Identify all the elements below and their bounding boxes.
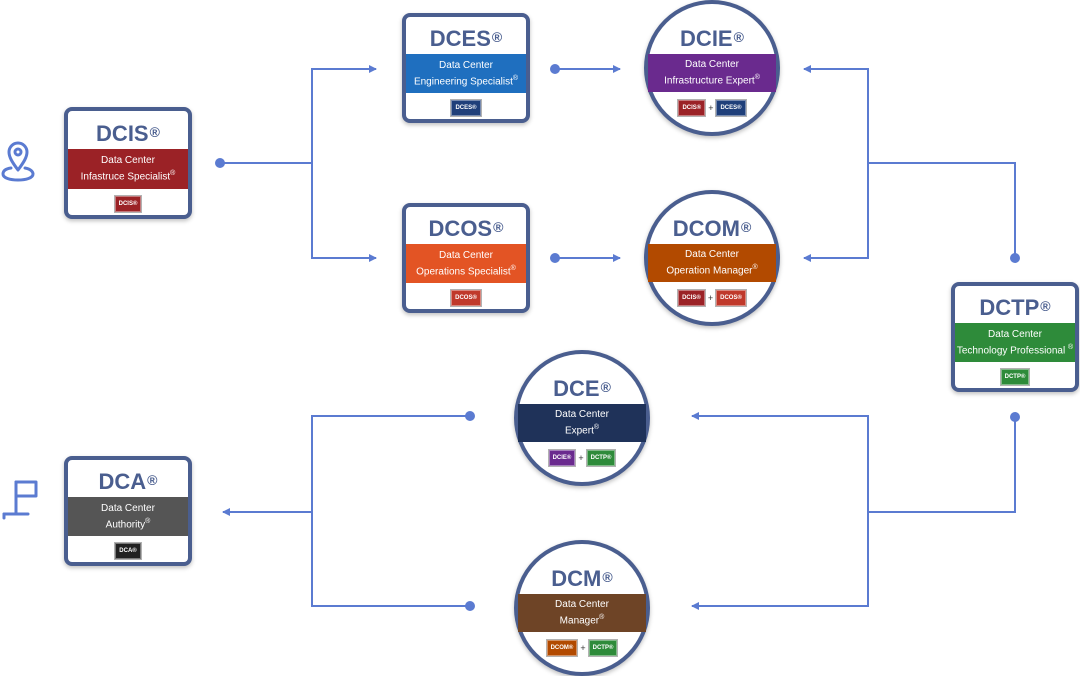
cert-code: DCIE®	[680, 26, 744, 51]
cert-code: DCIS®	[96, 121, 160, 146]
cert-code: DCTP®	[979, 295, 1051, 320]
cert-card-dcos[interactable]: DCOS® Data Center Operations Specialist®…	[402, 203, 530, 313]
badge-dcos: DCOS®	[450, 289, 482, 307]
badge-dcis: DCIS®	[677, 99, 707, 117]
connector-dcis-to-dcos	[311, 163, 377, 262]
cert-name-band: Data Center Technology Professional ®	[955, 323, 1075, 362]
cert-code: DCE®	[553, 376, 611, 401]
cert-card-dcie[interactable]: DCIE® Data Center Infrastructure Expert®…	[644, 0, 780, 136]
cert-code: DCM®	[551, 566, 613, 591]
plus-sign: +	[708, 103, 714, 113]
plus-sign: +	[580, 643, 586, 653]
prerequisite-badges: DCIS®	[68, 195, 188, 213]
plus-sign: +	[578, 453, 584, 463]
cert-name-band: Data Center Operation Manager®	[648, 244, 776, 282]
connector-dcm-to-dca	[311, 512, 470, 607]
connector-dcis-to-dces	[220, 65, 377, 164]
prerequisite-badges: DCOS®	[406, 289, 526, 307]
cert-name-band: Data Center Operations Specialist®	[406, 244, 526, 283]
badge-dcis: DCIS®	[677, 289, 706, 307]
badge-dca: DCA®	[114, 542, 142, 560]
prerequisite-badges: DCES®	[406, 99, 526, 117]
prerequisite-badges: DCA®	[68, 542, 188, 560]
cert-name-band: Data Center Engineering Specialist®	[406, 54, 526, 93]
connector-dctp-to-dcom	[803, 163, 869, 262]
badge-dcom: DCOM®	[545, 639, 579, 657]
badge-dcos: DCOS®	[715, 289, 747, 307]
prerequisite-badges: DCTP®	[955, 368, 1075, 386]
cert-code: DCOS®	[428, 216, 504, 241]
connector-dce-to-dca	[222, 415, 470, 516]
prerequisite-badges: DCIE® + DCTP®	[518, 449, 646, 467]
plus-sign: +	[707, 293, 714, 303]
connector-dctp-to-dcm	[691, 512, 869, 610]
badge-dcie: DCIE®	[547, 449, 577, 467]
cert-card-dcm[interactable]: DCM® Data Center Manager® DCOM® + DCTP®	[514, 540, 650, 676]
cert-card-dcom[interactable]: DCOM® Data Center Operation Manager® DCI…	[644, 190, 780, 326]
connector-dctp-to-dce	[691, 412, 1016, 513]
flag-icon	[2, 480, 38, 520]
connector-dctp-to-dcie	[803, 65, 1016, 258]
badge-dctp: DCTP®	[999, 368, 1031, 386]
prerequisite-badges: DCIS® + DCOS®	[648, 289, 776, 307]
cert-name-band: Data Center Expert®	[518, 404, 646, 442]
badge-dctp: DCTP®	[585, 449, 617, 467]
cert-card-dca[interactable]: DCA® Data Center Authority® DCA®	[64, 456, 192, 566]
cert-code: DCOM®	[672, 216, 752, 241]
cert-card-dces[interactable]: DCES® Data Center Engineering Specialist…	[402, 13, 530, 123]
cert-card-dcis[interactable]: DCIS® Data Center Infastruce Specialist®…	[64, 107, 192, 219]
badge-dces: DCES®	[715, 99, 747, 117]
cert-code: DCES®	[429, 26, 503, 51]
prerequisite-badges: DCIS® + DCES®	[648, 99, 776, 117]
prerequisite-badges: DCOM® + DCTP®	[518, 639, 646, 657]
badge-dces: DCES®	[450, 99, 482, 117]
badge-dctp: DCTP®	[587, 639, 619, 657]
cert-name-band: Data Center Infrastructure Expert®	[648, 54, 776, 92]
cert-name-band: Data Center Authority®	[68, 497, 188, 536]
cert-code: DCA®	[98, 469, 158, 494]
map-pin-icon	[1, 141, 35, 182]
cert-name-band: Data Center Manager®	[518, 594, 646, 632]
cert-card-dctp[interactable]: DCTP® Data Center Technology Professiona…	[951, 282, 1079, 392]
badge-dcis: DCIS®	[113, 195, 143, 213]
cert-name-band: Data Center Infastruce Specialist®	[68, 149, 188, 189]
cert-card-dce[interactable]: DCE® Data Center Expert® DCIE® + DCTP®	[514, 350, 650, 486]
